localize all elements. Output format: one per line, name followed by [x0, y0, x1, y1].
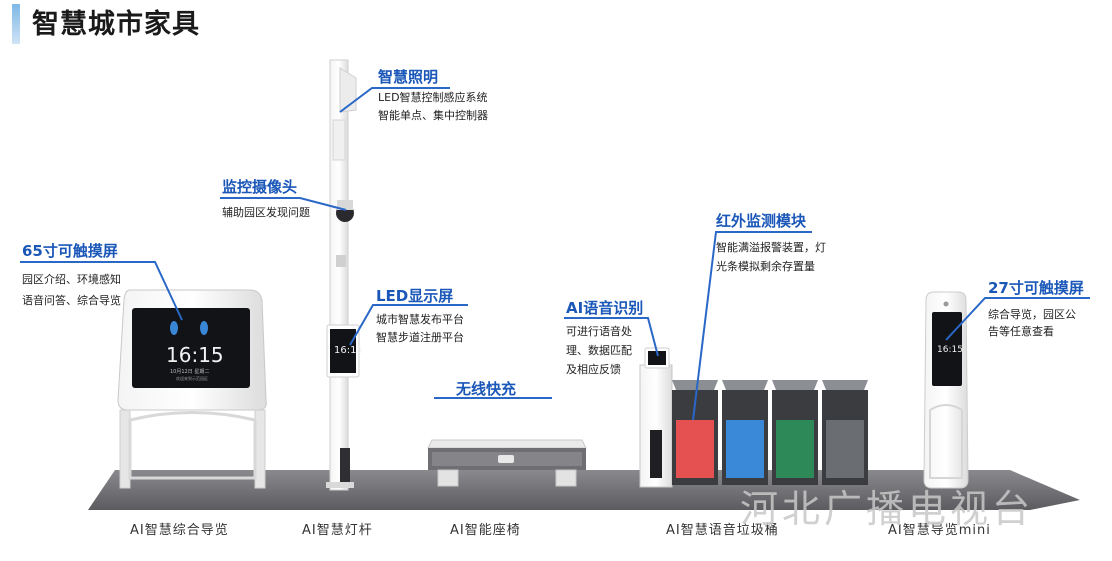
feature-title-led-display: LED显示屏	[376, 287, 454, 305]
feature-desc-line: 智慧步道注册平台	[376, 331, 464, 344]
feature-desc-line: 语音问答、综合导览	[22, 294, 121, 307]
page-title: 智慧城市家具	[32, 9, 200, 40]
product-label-bench: AI智能座椅	[450, 523, 521, 538]
feature-title-65-touchscreen: 65寸可触摸屏	[22, 242, 118, 260]
kiosk-screen-subtext: 欢迎来到示范园区	[176, 376, 208, 381]
smart-lamp-pole-device	[326, 59, 360, 491]
kiosk-screen-date: 10月12日 星期二	[170, 369, 210, 375]
feature-title-infrared-module: 红外监测模块	[716, 212, 807, 230]
leader-lines	[20, 87, 1090, 421]
feature-desc-line: 可进行语音处	[566, 325, 632, 338]
feature-desc-line: 及相应反馈	[566, 363, 621, 376]
product-label-kiosk: AI智慧综合导览	[130, 523, 229, 538]
product-label-trash-bin: AI智慧语音垃圾桶	[666, 523, 779, 538]
feature-desc-line: LED智慧控制感应系统	[378, 91, 488, 104]
feature-title-ai-voice: AI语音识别	[566, 299, 644, 317]
smart-bench-device	[427, 439, 587, 487]
voice-trash-bin-device	[639, 347, 868, 488]
product-label-lamp-pole: AI智慧灯杆	[302, 523, 373, 538]
feature-title-27-touchscreen: 27寸可触摸屏	[988, 279, 1084, 297]
feature-desc-line: 告等任意查看	[988, 325, 1054, 338]
pole-screen-time: 16:15	[334, 345, 363, 356]
feature-desc-line: 园区介绍、环境感知	[22, 273, 121, 286]
feature-title-camera: 监控摄像头	[222, 178, 298, 196]
title-accent-bar	[12, 4, 20, 44]
feature-desc-line: 辅助园区发现问题	[222, 206, 310, 219]
feature-desc-line: 智能满溢报警装置，灯	[716, 241, 826, 254]
feature-desc-line: 智能单点、集中控制器	[378, 109, 488, 122]
mini-screen-time: 16:15	[937, 345, 963, 355]
mini-kiosk-device	[923, 291, 969, 489]
feature-title-wireless-charging: 无线快充	[456, 380, 517, 398]
feature-desc-line: 城市智慧发布平台	[376, 313, 464, 326]
feature-desc-line: 理、数据匹配	[566, 344, 632, 357]
feature-desc-line: 光条模拟剩余存置量	[716, 260, 815, 273]
kiosk-screen-time: 16:15	[166, 343, 224, 367]
broadcaster-watermark: 河北广播电视台	[740, 487, 1035, 531]
feature-title-smart-lighting: 智慧照明	[378, 68, 439, 86]
product-label-mini-kiosk: AI智慧导览mini	[888, 523, 991, 538]
kiosk-65-device	[117, 289, 267, 489]
feature-desc-line: 综合导览，园区公	[988, 308, 1076, 321]
